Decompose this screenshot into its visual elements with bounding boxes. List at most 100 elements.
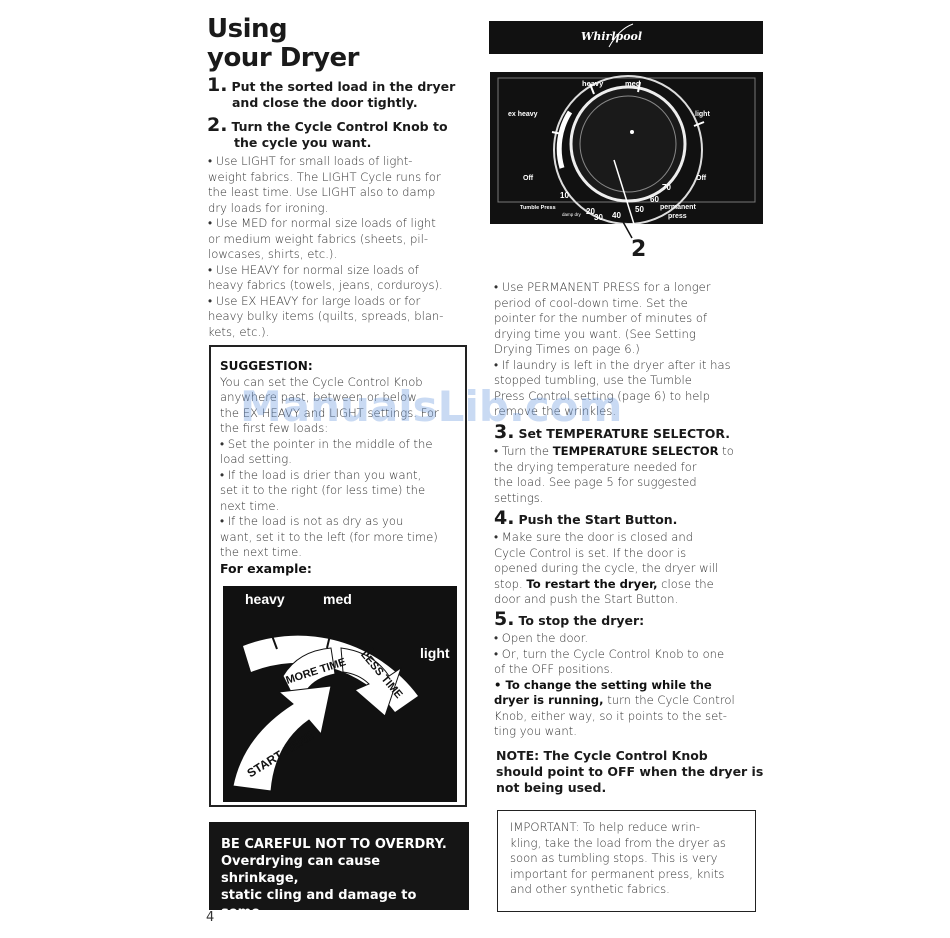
- dial-num-30: 30: [594, 213, 603, 222]
- page-title: Using your Dryer: [207, 14, 360, 73]
- brand-bar: Whirlpool: [489, 21, 763, 54]
- step-2-text-line-1: Turn the Cycle Control Knob to: [231, 119, 448, 134]
- brand-logo: Whirlpool: [581, 30, 643, 43]
- overdry-warning: BE CAREFUL NOT TO OVERDRY. Overdrying ca…: [209, 822, 469, 937]
- example-light-label: light: [420, 645, 450, 661]
- panel-outline: [497, 77, 756, 203]
- note-line-1: NOTE: The Cycle Control Knob: [496, 748, 708, 763]
- step-5-title: To stop the dryer:: [518, 613, 645, 628]
- step-2: 2.Turn the Cycle Control Knob to the cyc…: [207, 116, 448, 150]
- step-1-text-line-1: Put the sorted load in the dryer: [231, 79, 456, 94]
- example-illustration: heavy med light MORE TIME LESS TIME STAR…: [223, 586, 457, 802]
- step-2-line: weight fabrics. The LIGHT Cycle runs for: [208, 169, 441, 184]
- start-here-arrow: [232, 685, 332, 792]
- intro-line: • Use PERMANENT PRESS for a longer: [494, 280, 711, 294]
- step-2-line: • Use EX HEAVY for large loads or for: [208, 293, 421, 308]
- callout-leader-tail: [621, 220, 633, 239]
- less-time-arrow: [340, 647, 402, 717]
- important-line: IMPORTANT: To help reduce wrin-: [510, 820, 701, 834]
- step-5-body: • Open the door. • Or, turn the Cycle Co…: [494, 631, 764, 740]
- step-2-line: heavy bulky items (quilts, spreads, blan…: [208, 309, 444, 323]
- important-line: soon as tumbling stops. This is very: [510, 851, 718, 865]
- suggestion-line: the EX HEAVY and LIGHT settings. For: [220, 405, 439, 420]
- step-2-line: lowcases, shirts, etc.).: [208, 247, 338, 261]
- dial-damp-dry-label: damp dry: [562, 212, 582, 217]
- step-4-line: door and push the Start Button.: [494, 592, 679, 606]
- step-2-line: kets, etc.).: [208, 324, 270, 339]
- step-4-restart-bold: To restart the dryer,: [526, 576, 658, 591]
- step-2-line: or medium weight fabrics (sheets, pil-: [208, 231, 429, 246]
- dial-knob: [569, 85, 687, 203]
- important-box: IMPORTANT: To help reduce wrin- kling, t…: [497, 810, 756, 912]
- dial-num-70: 70: [662, 183, 671, 192]
- intro-line: pointer for the number of minutes of: [494, 311, 708, 325]
- step-1-number: 1.: [207, 74, 228, 96]
- dial-ex-heavy-label: ex heavy: [508, 111, 538, 118]
- step-2-number: 2.: [207, 114, 228, 136]
- step-5-line: ting you want.: [494, 724, 577, 738]
- step-4-line-4-post: close the: [657, 576, 714, 591]
- intro-line: stopped tumbling, use the Tumble: [494, 373, 692, 387]
- important-line: and other synthetic fabrics.: [510, 882, 670, 896]
- step-5-change-line-1: • To change the setting while the: [494, 677, 712, 692]
- step-3-line-1-post: to: [718, 444, 734, 458]
- example-heavy-label: heavy: [245, 591, 285, 607]
- step-2-line: heavy fabrics (towels, jeans, corduroys)…: [208, 278, 443, 292]
- warning-line-1: BE CAREFUL NOT TO OVERDRY.: [221, 837, 447, 852]
- suggestion-heading: SUGGESTION:: [220, 359, 313, 373]
- step-4-number: 4.: [494, 507, 515, 529]
- example-dial-svg: heavy med light MORE TIME LESS TIME STAR…: [232, 591, 450, 792]
- suggestion-box: SUGGESTION: You can set the Cycle Contro…: [209, 345, 467, 807]
- warning-line-2: Overdrying can cause shrinkage,: [221, 854, 381, 886]
- step-4-line-4-pre: stop.: [494, 576, 527, 591]
- step-5-change-bold: dryer is running,: [494, 693, 604, 707]
- step-3-temperature-selector: TEMPERATURE SELECTOR: [552, 444, 719, 458]
- dial-num-10: 10: [560, 191, 569, 200]
- step-4-title: Push the Start Button.: [518, 512, 678, 527]
- intro-line: period of cool-down time. Set the: [494, 295, 688, 310]
- dial-off-right-label: Off: [696, 175, 707, 182]
- step-5-number: 5.: [494, 608, 515, 630]
- step-5-change-line-2-post: turn the Cycle Control: [603, 693, 735, 707]
- dial-num-20: 20: [586, 207, 595, 216]
- cycle-dial-svg: heavy med ex heavy light Off Off 10 20 3…: [497, 75, 756, 238]
- step-2-body: • Use LIGHT for small loads of light- we…: [208, 154, 468, 340]
- tick-ex-heavy: [551, 131, 563, 135]
- suggestion-line: anywhere past, between or below: [220, 390, 417, 404]
- suggestion-line: • If the load is not as dry as you: [220, 514, 404, 528]
- step-2-line: dry loads for ironing.: [208, 200, 329, 215]
- title-line-2: your Dryer: [207, 43, 360, 73]
- more-time-arrow: [282, 647, 336, 701]
- important-line: kling, take the load from the dryer as: [510, 835, 726, 850]
- step-2-line: • Use HEAVY for normal size loads of: [208, 262, 419, 277]
- step-3-title: Set TEMPERATURE SELECTOR.: [518, 426, 730, 441]
- step-3-heading: 3.Set TEMPERATURE SELECTOR.: [494, 423, 730, 442]
- dial-press-label: press: [668, 213, 687, 220]
- right-intro: • Use PERMANENT PRESS for a longer perio…: [494, 280, 764, 420]
- suggestion-line: set it to the right (for less time) the: [220, 483, 426, 497]
- tick-med: [637, 81, 641, 93]
- suggestion-line: load setting.: [220, 452, 292, 466]
- dial-pointer-dot: [630, 130, 634, 134]
- step-5-line: of the OFF positions.: [494, 662, 614, 676]
- suggestion-line: want, set it to the left (for more time): [220, 529, 438, 544]
- title-line-1: Using: [207, 14, 288, 44]
- intro-line: drying time you want. (See Setting: [494, 326, 696, 341]
- step-3-line-1-pre: • Turn the: [494, 444, 553, 458]
- important-line: important for permanent press, knits: [510, 866, 725, 881]
- warning-line-3: static cling and damage to some: [221, 888, 417, 920]
- step-4-line: Cycle Control is set. If the door is: [494, 545, 687, 560]
- note-line-2: should point to OFF when the dryer is: [496, 764, 764, 779]
- tick-heavy: [589, 83, 595, 95]
- step-2-line: the least time. Use LIGHT also to damp: [208, 185, 436, 199]
- dial-arc-left: [556, 110, 573, 169]
- note-line-3: not being used.: [496, 780, 607, 795]
- suggestion-line: • Set the pointer in the middle of the: [220, 436, 433, 451]
- dial-off-left-label: Off: [523, 175, 534, 182]
- step-5-line: Knob, either way, so it points to the se…: [494, 708, 727, 723]
- intro-line: remove the wrinkles.: [494, 404, 617, 418]
- step-5-heading: 5.To stop the dryer:: [494, 610, 645, 629]
- dial-num-60: 60: [650, 195, 659, 204]
- cycle-control-dial-panel: heavy med ex heavy light Off Off 10 20 3…: [490, 72, 763, 238]
- dial-med-label: med: [625, 79, 641, 88]
